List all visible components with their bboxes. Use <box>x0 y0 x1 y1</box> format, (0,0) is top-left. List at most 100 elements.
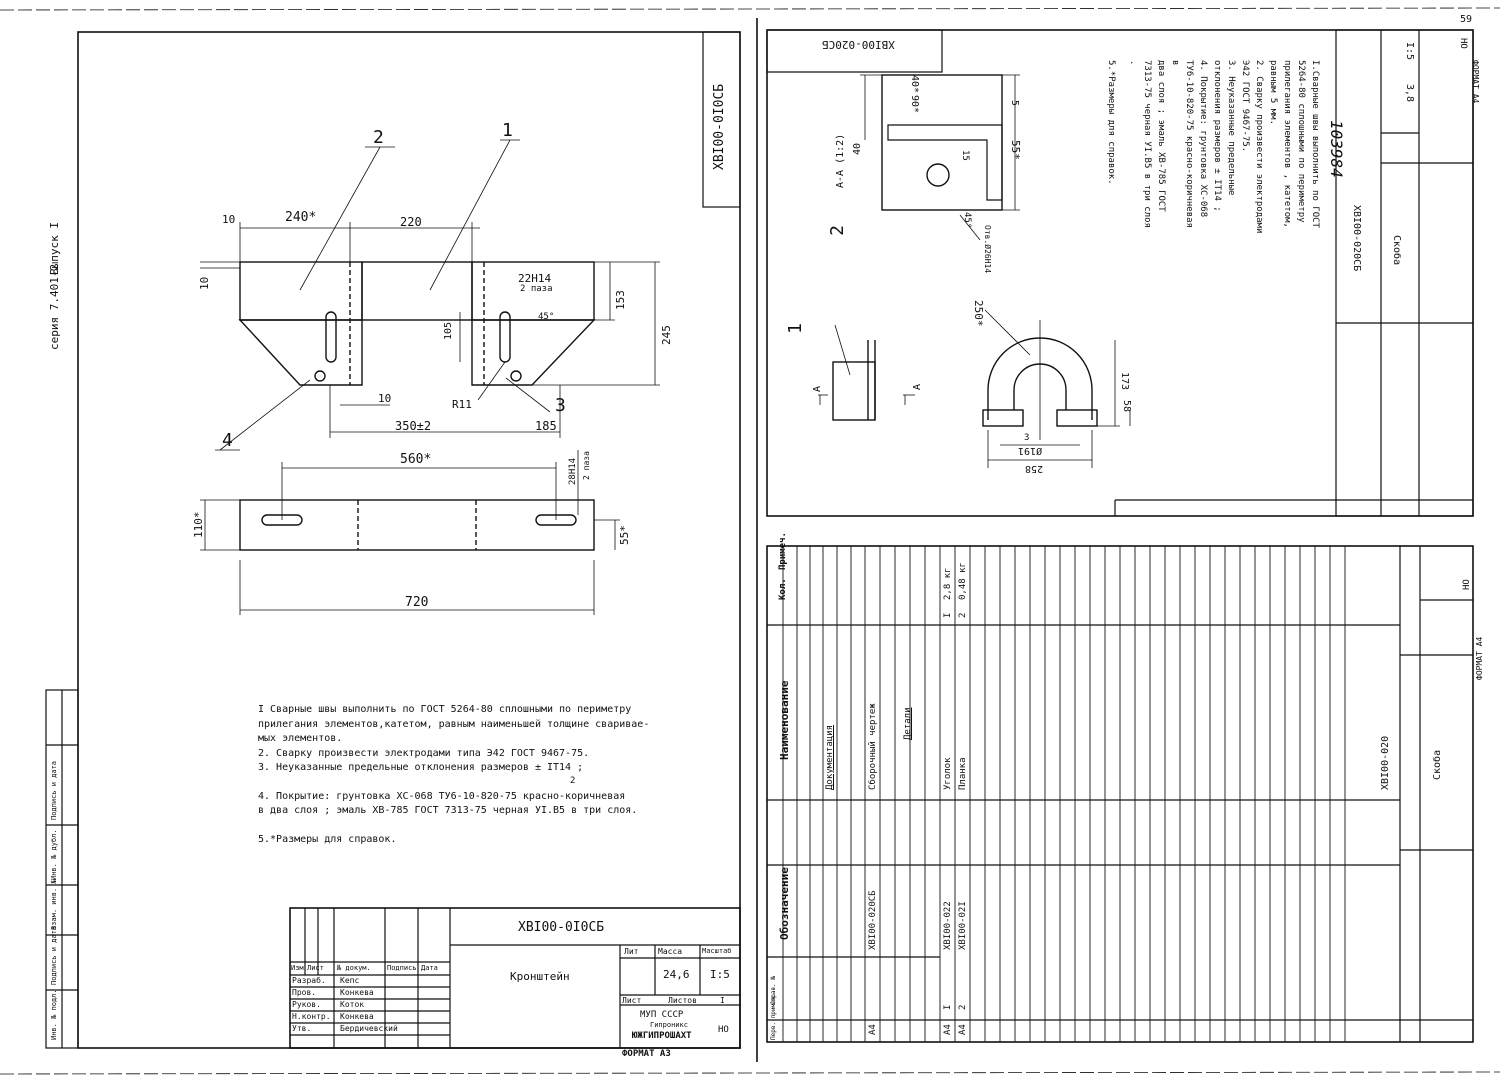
dim-240: 240* <box>285 210 317 225</box>
dim-153: 153 <box>614 290 627 310</box>
tb-name-3: Коток <box>340 1000 365 1009</box>
dim-110: 110* <box>192 511 205 539</box>
dim-185: 185 <box>535 419 557 433</box>
left-org-2: Гипроникс <box>650 1021 688 1029</box>
tb-name-5: Бердичевский <box>340 1024 398 1033</box>
rt-dim-191: Ø191 <box>1018 445 1043 456</box>
left-org-3: ЮЖГИПРОШАХТ <box>632 1031 692 1041</box>
rt-dim-hole: Отв.Ø26Н14 <box>983 225 992 274</box>
left-note-line: в два слоя ; эмаль ХВ-785 ГОСТ 7313-75 ч… <box>258 805 638 816</box>
tb-role-5: Утв. <box>292 1024 312 1033</box>
dim-220: 220 <box>400 215 422 229</box>
rt-note-line: 4. Покрытие: грунтовка ХС-068 ТУ6-10-820… <box>1170 60 1208 228</box>
spec-row-2-pos: 2 <box>958 1004 968 1010</box>
left-title-name: Кронштейн <box>510 970 570 983</box>
callout-4-left: 4 <box>222 430 233 451</box>
tb-name-1: Кепс <box>340 976 360 985</box>
rt-mass: 3,8 <box>1404 84 1415 103</box>
callout-1-left: 1 <box>502 120 513 141</box>
rt-note-line: 2. Сварку произвести электродами Э42 ГОС… <box>1240 60 1264 234</box>
callout-2-left: 2 <box>373 127 384 148</box>
left-note-line: прилегания элементов,катетом, равным наи… <box>258 718 650 730</box>
spec-row-1-designation: ХВI00-022 <box>943 901 953 950</box>
rt-dim-58: 58 <box>1121 400 1132 413</box>
rt-dim-258: 258 <box>1025 463 1044 474</box>
rt-title-code: ХВI00-020СБ <box>1351 205 1362 272</box>
left-note-line: 4. Покрытие: грунтовка ХС-068 ТУ6-10-820… <box>258 790 626 802</box>
spec-row-docs: Документация <box>825 724 835 790</box>
right-top-code-mirrored: ХВI00-020СБ <box>822 38 895 51</box>
spec-row-1-qty: I <box>943 612 953 618</box>
stamp-label-vzam: Взам. инв. № <box>50 879 58 930</box>
dim-10-top: 10 <box>222 213 236 226</box>
spec-row-2-qty: 2 <box>958 612 968 618</box>
tb-role-3: Руков. <box>292 1000 321 1009</box>
rb-code-small: НО <box>1462 579 1472 590</box>
left-note-frac: 2 <box>570 775 576 786</box>
rt-dim-15: 15 <box>960 150 970 161</box>
dim-2-slots: 2 паза <box>520 284 553 294</box>
tb-role-1: Разраб. <box>292 976 326 985</box>
rb-format: ФОРМАТ А4 <box>1475 636 1484 680</box>
rt-note-line: I.Сварные швы выполнить по ГОСТ 5264-80 … <box>1296 60 1320 228</box>
spec-row-2-format: А4 <box>958 1024 968 1035</box>
spec-row-2-name: Планка <box>958 757 968 790</box>
spec-row-1-name: Уголок <box>943 757 953 790</box>
rt-dim-45: 45° <box>962 212 972 229</box>
rt-note-line: два слоя ; эмаль ХВ-785 ГОСТ 7313-75 чер… <box>1128 60 1166 228</box>
left-note-line: I Сварные швы выполнить по ГОСТ 5264-80 … <box>258 704 632 715</box>
rt-dim-173: 173 <box>1119 372 1130 391</box>
tb-header-list: Лист <box>307 964 324 972</box>
spec-header-name: Наименование <box>778 680 791 760</box>
dim-r11: R11 <box>452 398 472 411</box>
left-note-line: 3. Неуказанные предельные отклонения раз… <box>258 762 584 773</box>
left-col-scale: Масштаб <box>702 947 732 955</box>
spec-row-sb-name: Сборочный чертеж <box>868 703 878 790</box>
dim-560: 560* <box>400 452 432 467</box>
rt-title-name: Скоба <box>1391 235 1402 266</box>
left-mass-value: 24,6 <box>663 968 690 981</box>
dim-105: 105 <box>443 321 454 340</box>
spec-row-2-designation: ХВI00-02I <box>958 901 968 950</box>
spec-row-details: Детали <box>903 707 913 740</box>
left-col-lit: Лит <box>624 947 639 956</box>
rb-title-name: Скоба <box>1432 749 1443 780</box>
left-code-small: НО <box>718 1025 729 1035</box>
right-top-notes: I.Сварные швы выполнить по ГОСТ 5264-80 … <box>1104 60 1322 238</box>
rt-dim-40b: 40* <box>909 75 920 94</box>
dim-350: 350±2 <box>395 419 432 433</box>
left-sheets-value: I <box>720 996 725 1005</box>
dim-55: 55* <box>618 525 631 545</box>
rt-dim-55: 55* <box>1009 140 1022 160</box>
rt-dim-90: 90* <box>909 95 920 114</box>
left-org-1: МУП СССР <box>640 1010 684 1020</box>
left-notes: I Сварные швы выполнить по ГОСТ 5264-80 … <box>258 703 649 847</box>
dim-10-left: 10 <box>198 276 211 290</box>
left-format: ФОРМАТ А3 <box>622 1049 671 1059</box>
stamp-label-podpis-2: Подпись и дата <box>50 760 58 820</box>
spec-side-ref: Справ. № <box>770 976 777 1005</box>
rt-format: ФОРМАТ А4 <box>1471 60 1480 104</box>
rt-scale: I:5 <box>1404 42 1415 61</box>
spec-header-qty: Кол. <box>778 578 788 600</box>
tb-role-2: Пров. <box>292 988 317 997</box>
left-title-code: ХВI00-0I0СБ <box>518 920 605 935</box>
spec-row-sb-format: А4 <box>868 1024 878 1035</box>
tb-name-4: Конкева <box>340 1012 374 1021</box>
section-label: А-А (1:2) <box>835 133 846 188</box>
spec-row-1-note: 2,8 кг <box>943 567 953 600</box>
dim-22h14: 22Н14 <box>518 272 552 285</box>
callout-A-right: А <box>912 383 923 390</box>
left-note-line: мых элементов. <box>258 733 343 744</box>
spec-header-designation: Обозначение <box>778 867 791 940</box>
dim-2-slots-b: 2 паза <box>582 451 591 480</box>
rt-dim-40: 40 <box>852 142 863 155</box>
rt-note-line: 3. Неуказанные предельные отклонения раз… <box>1212 60 1236 212</box>
spec-row-1-pos: I <box>943 1004 953 1010</box>
stamp-label-inv-dubl: Инв. № дубл. <box>50 829 58 880</box>
left-sheet-label: Лист <box>622 996 642 1005</box>
dim-28h14: 28Н14 <box>568 457 578 485</box>
series-label: серия 7.401-2 <box>48 263 61 350</box>
left-sheet-code-vertical: ХВI00-0I0СБ <box>712 83 727 170</box>
